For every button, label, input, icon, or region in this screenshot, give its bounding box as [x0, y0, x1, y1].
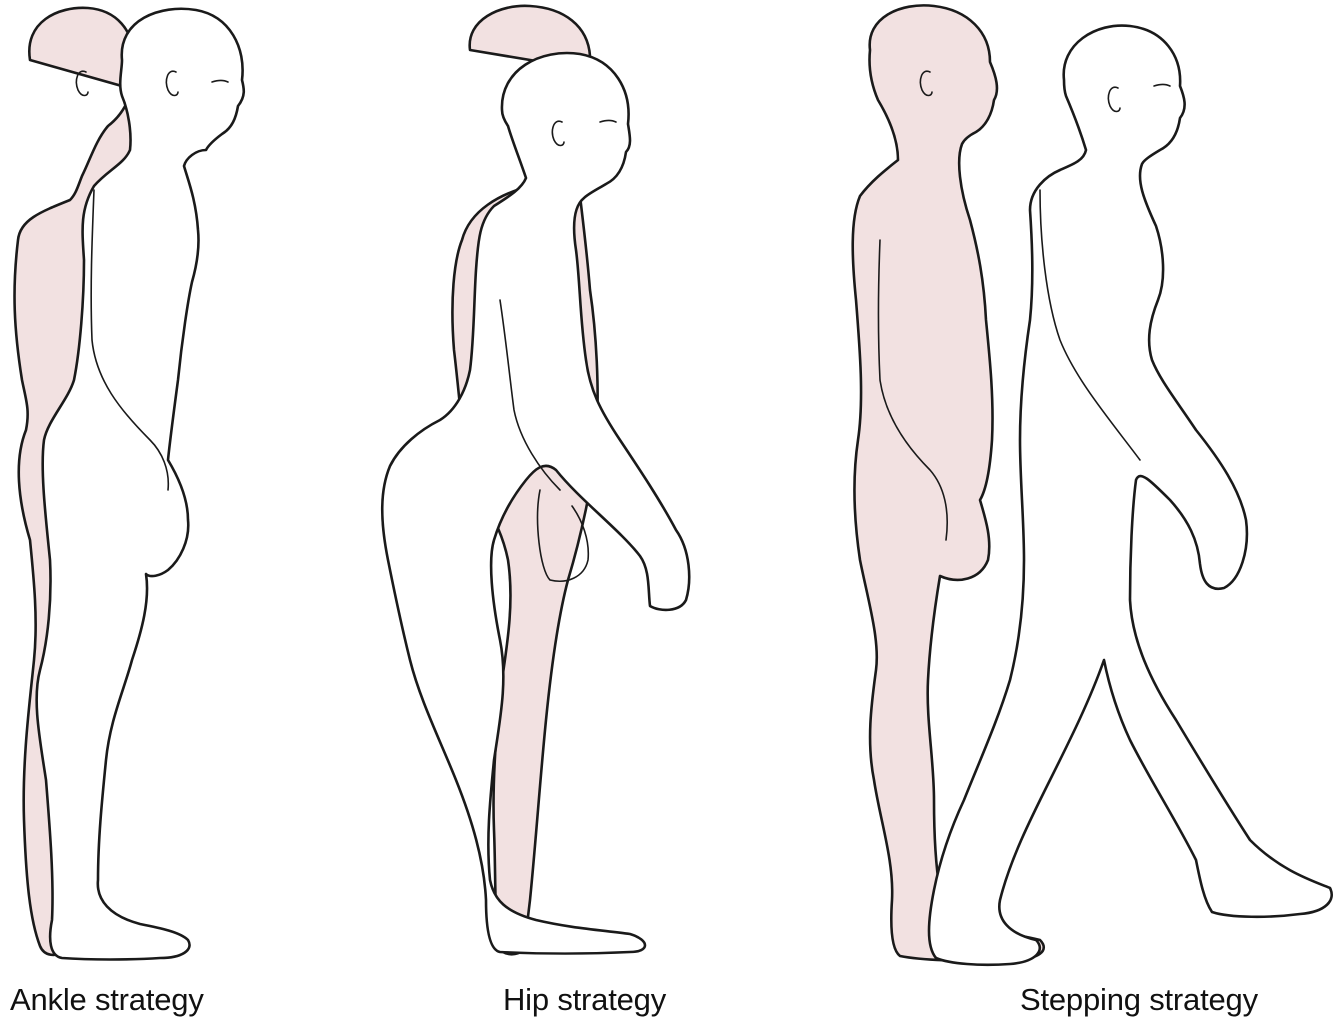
- stepping-ghost-ear: [919, 70, 933, 97]
- ankle-ear: [165, 70, 179, 97]
- stepping-strategy-figure: [851, 4, 1333, 967]
- ankle-upright-body: [35, 7, 246, 961]
- stepping-eye: [1153, 83, 1171, 87]
- hip-ghost-hand: [536, 489, 590, 582]
- hip-strategy-caption: Hip strategy: [503, 982, 666, 1017]
- ankle-ghost-ear: [75, 70, 89, 97]
- stepping-arm-line: [1039, 189, 1141, 461]
- stepping-ghost-arm-line: [877, 239, 949, 541]
- stepping-strategy-caption: Stepping strategy: [1020, 982, 1258, 1017]
- hip-eye: [599, 119, 617, 123]
- stepping-forward-body: [927, 24, 1333, 967]
- hip-arm-line: [499, 299, 561, 491]
- ankle-strategy-caption: Ankle strategy: [10, 982, 204, 1017]
- ankle-strategy-figure: [13, 6, 246, 961]
- hip-ear: [551, 120, 565, 147]
- hip-flexed-body: [380, 51, 691, 955]
- ankle-eye: [211, 79, 229, 83]
- stepping-ear: [1107, 86, 1121, 113]
- ankle-arm-line: [90, 189, 170, 491]
- hip-strategy-figure: [380, 4, 691, 956]
